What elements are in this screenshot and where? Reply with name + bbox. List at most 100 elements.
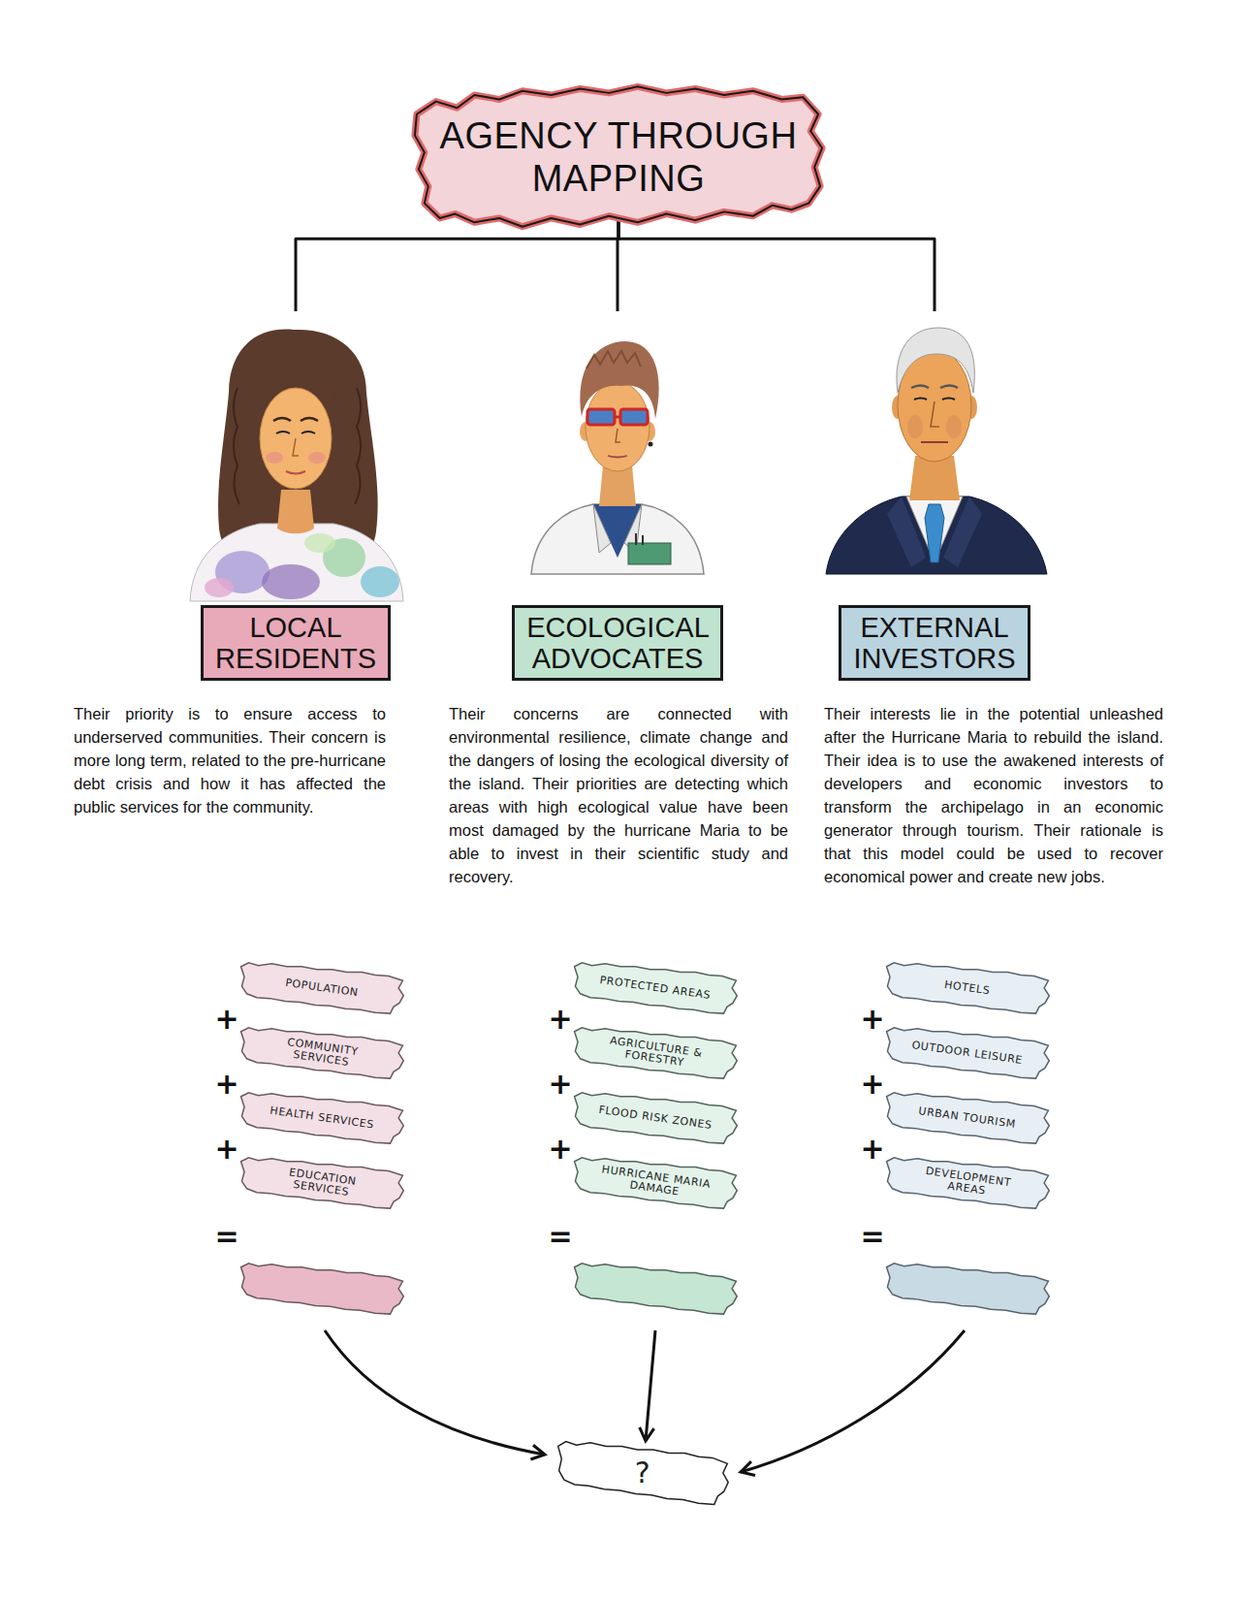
advocate-portrait-part xyxy=(587,409,615,425)
map-layer-name: ? xyxy=(634,1456,652,1490)
resident-portrait-part xyxy=(273,417,291,421)
investor-portrait-part xyxy=(924,504,945,563)
resident-portrait xyxy=(190,329,404,602)
result-island xyxy=(241,1263,405,1314)
island-shape xyxy=(887,1092,1050,1143)
equals-sign: = xyxy=(547,1221,572,1251)
investor-portrait-part xyxy=(896,327,975,393)
result-island xyxy=(574,1263,738,1314)
island-shape xyxy=(574,1092,738,1143)
stakeholder-card: EXTERNAL INVESTORS Their interests lie in… xyxy=(824,311,1164,888)
plus-sign: + xyxy=(859,1134,885,1164)
advocate-portrait-part xyxy=(628,542,671,565)
island-shape xyxy=(574,962,738,1014)
investor-portrait-part xyxy=(943,496,983,568)
map-layer-island: URBAN TOURISM xyxy=(884,1089,1051,1146)
island-shape xyxy=(574,1027,738,1078)
plus-sign: + xyxy=(859,1004,885,1034)
result-island xyxy=(887,1263,1050,1314)
resident-portrait-part xyxy=(276,431,290,434)
resident-portrait-part xyxy=(292,438,299,456)
map-layer-island: AGRICULTURE & FORESTRY xyxy=(571,1024,739,1081)
map-layer-island: EDUCATION SERVICES xyxy=(238,1154,406,1211)
resident-portrait-part xyxy=(300,417,318,421)
resident-portrait-part xyxy=(233,387,240,505)
resident-portrait-part xyxy=(354,387,361,505)
stakeholder-card: LOCAL RESIDENTSTheir priority is to ensu… xyxy=(73,311,386,819)
stakeholder-description: Their concerns are connected with enviro… xyxy=(448,701,789,888)
plus-sign: + xyxy=(547,1004,572,1034)
island-shape xyxy=(241,1157,405,1208)
plus-sign: + xyxy=(214,1134,239,1164)
investor-portrait xyxy=(825,327,1047,574)
stakeholder-label: ECOLOGICAL ADVOCATES xyxy=(511,604,723,681)
title-island-outline xyxy=(407,71,830,242)
investor-portrait-part xyxy=(930,401,940,427)
plus-sign: + xyxy=(214,1004,239,1034)
map-layer-island: HEALTH SERVICES xyxy=(238,1089,406,1146)
island-shape xyxy=(241,962,405,1014)
map-layer-island: PROTECTED AREAS xyxy=(571,959,739,1016)
resident-portrait-part xyxy=(360,566,400,598)
stakeholder-label: EXTERNAL INVESTORS xyxy=(838,604,1030,681)
resident-portrait-part xyxy=(285,471,306,475)
advocate-portrait-part xyxy=(634,533,637,545)
advocate-portrait xyxy=(531,341,704,574)
investor-portrait-part xyxy=(911,385,929,389)
plus-sign: + xyxy=(214,1069,239,1099)
tree-connector xyxy=(618,219,935,312)
island-shape xyxy=(887,962,1050,1014)
merge-arrows-part xyxy=(324,1330,545,1455)
map-layer-island: COMMUNITY SERVICES xyxy=(238,1024,406,1081)
plus-sign: + xyxy=(859,1069,885,1099)
map-layer-island: OUTDOOR LEISURE xyxy=(884,1024,1051,1081)
resident-portrait-part xyxy=(301,431,316,434)
result-island-part xyxy=(887,1263,1050,1314)
plus-sign: + xyxy=(547,1134,572,1164)
advocate-portrait-part xyxy=(593,504,611,553)
island-shape xyxy=(241,1027,405,1078)
advocate-portrait-part xyxy=(531,504,704,574)
stakeholder-label: LOCAL RESIDENTS xyxy=(200,604,391,681)
merge-arrows-part xyxy=(645,1330,656,1441)
result-island-part xyxy=(574,1263,738,1314)
resident-portrait-part xyxy=(265,451,284,464)
advocate-portrait-part xyxy=(620,409,648,425)
equals-sign: = xyxy=(859,1221,885,1251)
stakeholder-description: Their interests lie in the potential unl… xyxy=(824,701,1164,888)
advocate-portrait-part xyxy=(648,442,654,447)
combined-map-island: ? xyxy=(555,1437,730,1508)
resident-portrait-part xyxy=(256,339,335,408)
map-layer-island: HURRICANE MARIA DAMAGE xyxy=(571,1154,739,1211)
advocate-portrait-part xyxy=(641,535,644,545)
advocate-portrait-part xyxy=(579,341,659,419)
tree-connector xyxy=(295,219,619,312)
stakeholder-description: Their priority is to ensure access to un… xyxy=(73,701,386,819)
map-layer-island: DEVELOPMENT AREAS xyxy=(884,1154,1051,1211)
resident-portrait-part xyxy=(190,523,404,602)
advocate-portrait-part xyxy=(615,428,621,443)
advocate-portrait-part xyxy=(586,350,641,369)
resident-portrait-part xyxy=(261,564,320,600)
diagram-title: AGENCY THROUGH MAPPING xyxy=(436,114,801,200)
investor-portrait-part xyxy=(940,385,958,389)
investor-portrait-part xyxy=(920,441,949,444)
investor-portrait-part xyxy=(825,496,1047,574)
investor-portrait-part xyxy=(942,398,955,401)
title-island: AGENCY THROUGH MAPPING xyxy=(407,71,830,242)
investor-portrait-part xyxy=(946,414,962,439)
merge-arrows-part xyxy=(740,1330,965,1472)
investor-portrait-part xyxy=(887,496,926,568)
island-shape xyxy=(887,1157,1050,1208)
title-island-fill xyxy=(414,86,823,226)
equals-sign: = xyxy=(214,1221,239,1251)
resident-portrait-part xyxy=(204,577,234,598)
result-island-part xyxy=(241,1263,405,1314)
resident-portrait-part xyxy=(277,489,315,534)
map-layer-island: FLOOD RISK ZONES xyxy=(571,1089,739,1146)
island-shape xyxy=(887,1027,1050,1078)
plus-sign: + xyxy=(547,1069,572,1099)
investor-portrait-part xyxy=(909,455,960,501)
stakeholder-card: ECOLOGICAL ADVOCATES Their concerns are c… xyxy=(448,311,789,888)
